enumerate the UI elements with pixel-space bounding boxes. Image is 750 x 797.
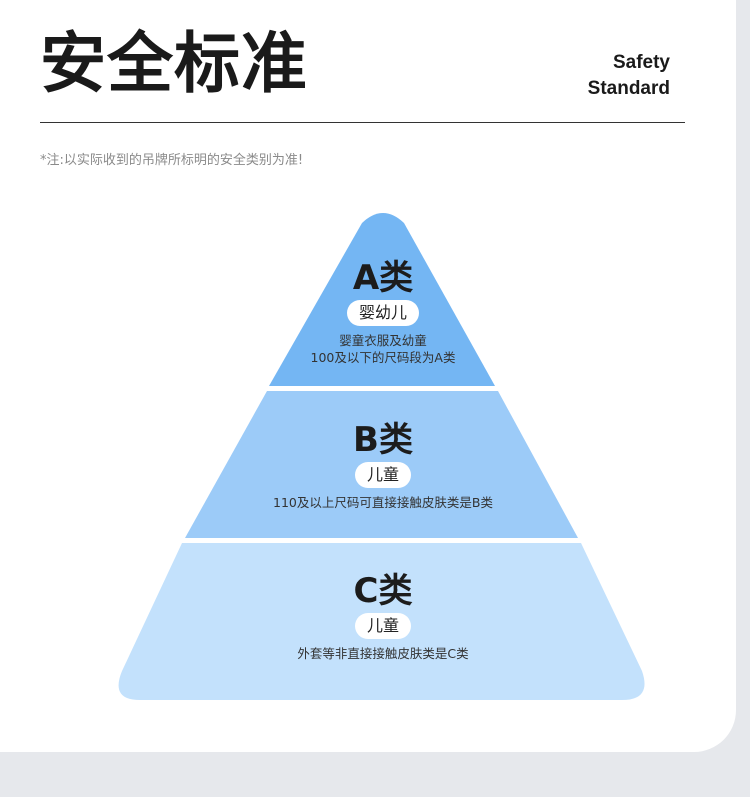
- english-subtitle: Safety Standard: [588, 50, 670, 102]
- tier-a-description-line2: 100及以下的尺码段为A类: [310, 350, 456, 365]
- tier-a-heading: A类: [352, 258, 414, 298]
- tier-c-content: C类 儿童 外套等非直接接触皮肤类是C类: [180, 571, 586, 662]
- tier-b-badge: 儿童: [354, 462, 411, 488]
- tier-c-description: 外套等非直接接触皮肤类是C类: [180, 645, 586, 662]
- tier-c-heading: C类: [353, 571, 413, 611]
- tier-a-description-line1: 婴童衣服及幼童: [339, 333, 427, 348]
- pyramid-tier-a: [269, 213, 495, 386]
- tier-b-heading: B类: [353, 420, 413, 460]
- tier-b-description-line1: 110及以上尺码可直接接触皮肤类是B类: [273, 495, 493, 510]
- header-divider: [40, 122, 685, 123]
- page-title: 安全标准: [40, 25, 308, 102]
- english-subtitle-line2: Standard: [587, 78, 670, 99]
- tier-c-badge: 儿童: [354, 613, 411, 639]
- tier-b-description: 110及以上尺码可直接接触皮肤类是B类: [200, 494, 566, 511]
- tier-b-content: B类 儿童 110及以上尺码可直接接触皮肤类是B类: [200, 420, 566, 511]
- tier-c-description-line1: 外套等非直接接触皮肤类是C类: [297, 646, 469, 661]
- safety-note: *注:以实际收到的吊牌所标明的安全类别为准!: [40, 153, 304, 168]
- english-subtitle-line1: Safety: [612, 52, 670, 73]
- tier-a-content: A类 婴幼儿 婴童衣服及幼童 100及以下的尺码段为A类: [260, 258, 506, 366]
- tier-a-badge: 婴幼儿: [346, 300, 419, 326]
- tier-a-description: 婴童衣服及幼童 100及以下的尺码段为A类: [260, 332, 506, 366]
